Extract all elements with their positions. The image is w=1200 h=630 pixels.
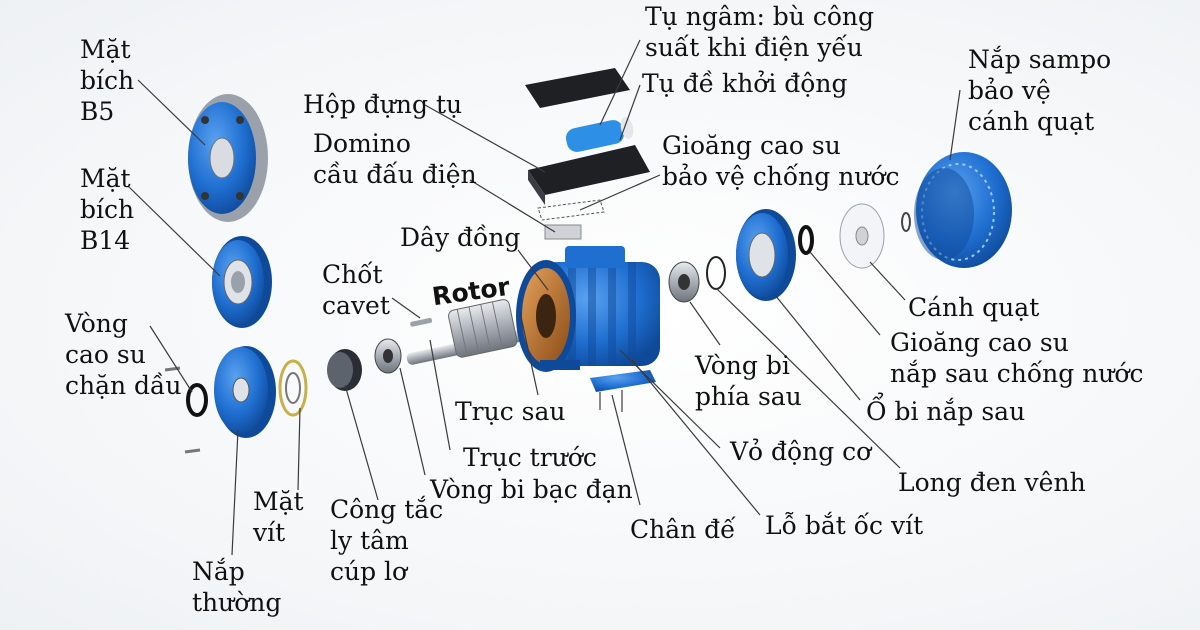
front-bearing <box>374 338 402 374</box>
label-rear-shaft: Trục sau <box>455 397 566 426</box>
flange-b5 <box>188 94 268 222</box>
cotter-pin <box>410 317 432 327</box>
flange-b14 <box>212 236 272 328</box>
foot-base <box>590 370 656 412</box>
label-foot-base: Chân đế <box>630 515 736 544</box>
label-capacitor-box: Hộp đựng tụ <box>303 90 463 119</box>
label-front-bearing: Vòng bi bạc đạn <box>430 475 633 504</box>
fan-cover <box>914 152 1012 268</box>
label-cooling-fan: Cánh quạt <box>908 293 1040 322</box>
end-cover <box>214 346 276 438</box>
cooling-fan <box>839 203 885 269</box>
capacitor-lid <box>525 68 630 108</box>
rear-bearing <box>668 261 700 303</box>
capacitor-box <box>528 145 650 205</box>
rear-gasket <box>798 225 814 255</box>
centrifugal-switch <box>327 349 362 391</box>
label-front-shaft: Trục trước <box>463 443 597 472</box>
leader-lines <box>127 39 961 556</box>
label-motor-housing: Vỏ động cơ <box>730 437 872 466</box>
spring-washer <box>706 256 726 290</box>
terminal-block <box>537 199 605 240</box>
motor-housing <box>516 246 660 372</box>
label-spring-washer: Long đen vênh <box>898 468 1086 497</box>
capacitor <box>565 117 634 152</box>
label-bolt-holes: Lỗ bắt ốc vít <box>765 511 924 540</box>
screw-washer <box>278 359 308 417</box>
label-rear-bearing-cover: Ổ bi nắp sau <box>866 397 1026 426</box>
label-start-capacitor: Tụ đề khởi động <box>642 69 848 98</box>
label-copper-winding: Dây đồng <box>400 223 521 252</box>
rear-cover <box>736 209 796 301</box>
fan-clip <box>901 212 911 232</box>
